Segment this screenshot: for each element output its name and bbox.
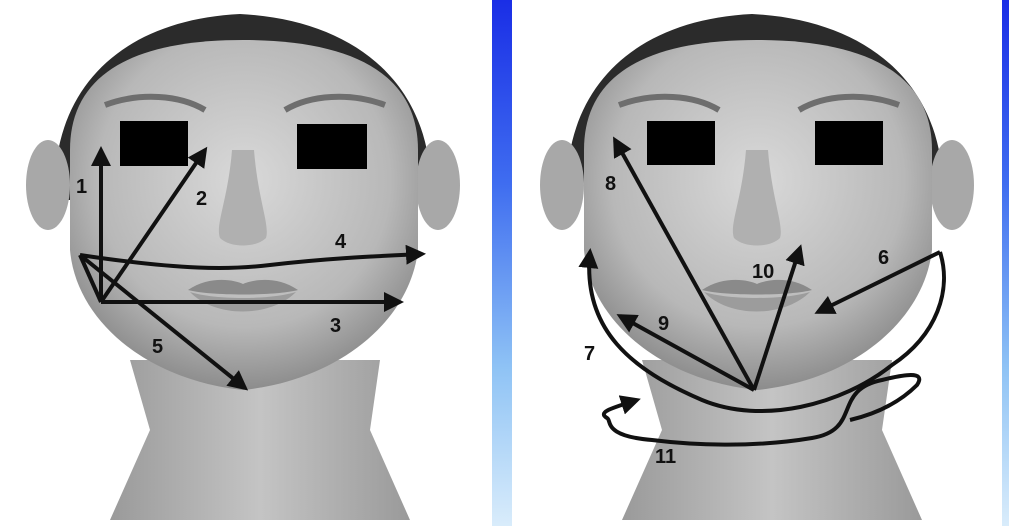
arrow-label: 6	[878, 247, 889, 269]
left-face-diagram: 1 2 3 4 5	[0, 0, 492, 526]
arrow-label: 4	[335, 231, 347, 253]
arrow-label: 10	[752, 261, 774, 283]
eye-censor-bar	[120, 121, 188, 166]
left-ear	[540, 140, 584, 230]
arrow-label: 7	[584, 343, 595, 365]
eye-censor-bar	[297, 124, 367, 169]
left-ear	[26, 140, 70, 230]
arrow-label: 11	[655, 446, 676, 468]
right-ear	[416, 140, 460, 230]
arrow-label: 2	[196, 188, 207, 210]
arrow-label: 8	[605, 173, 616, 195]
arrow-label: 1	[76, 176, 87, 198]
right-ear	[930, 140, 974, 230]
arrow-label: 9	[658, 313, 669, 335]
eye-censor-bar	[815, 121, 883, 165]
panel-divider	[492, 0, 512, 526]
eye-censor-bar	[647, 121, 715, 165]
arrow-label: 3	[330, 315, 341, 337]
right-edge-strip	[1002, 0, 1009, 526]
right-face-diagram: 6 7 8 9 10 11	[512, 0, 1002, 526]
left-face-panel: 1 2 3 4 5	[0, 0, 492, 526]
arrow-label: 5	[152, 336, 163, 358]
right-face-panel: 6 7 8 9 10 11	[512, 0, 1002, 526]
